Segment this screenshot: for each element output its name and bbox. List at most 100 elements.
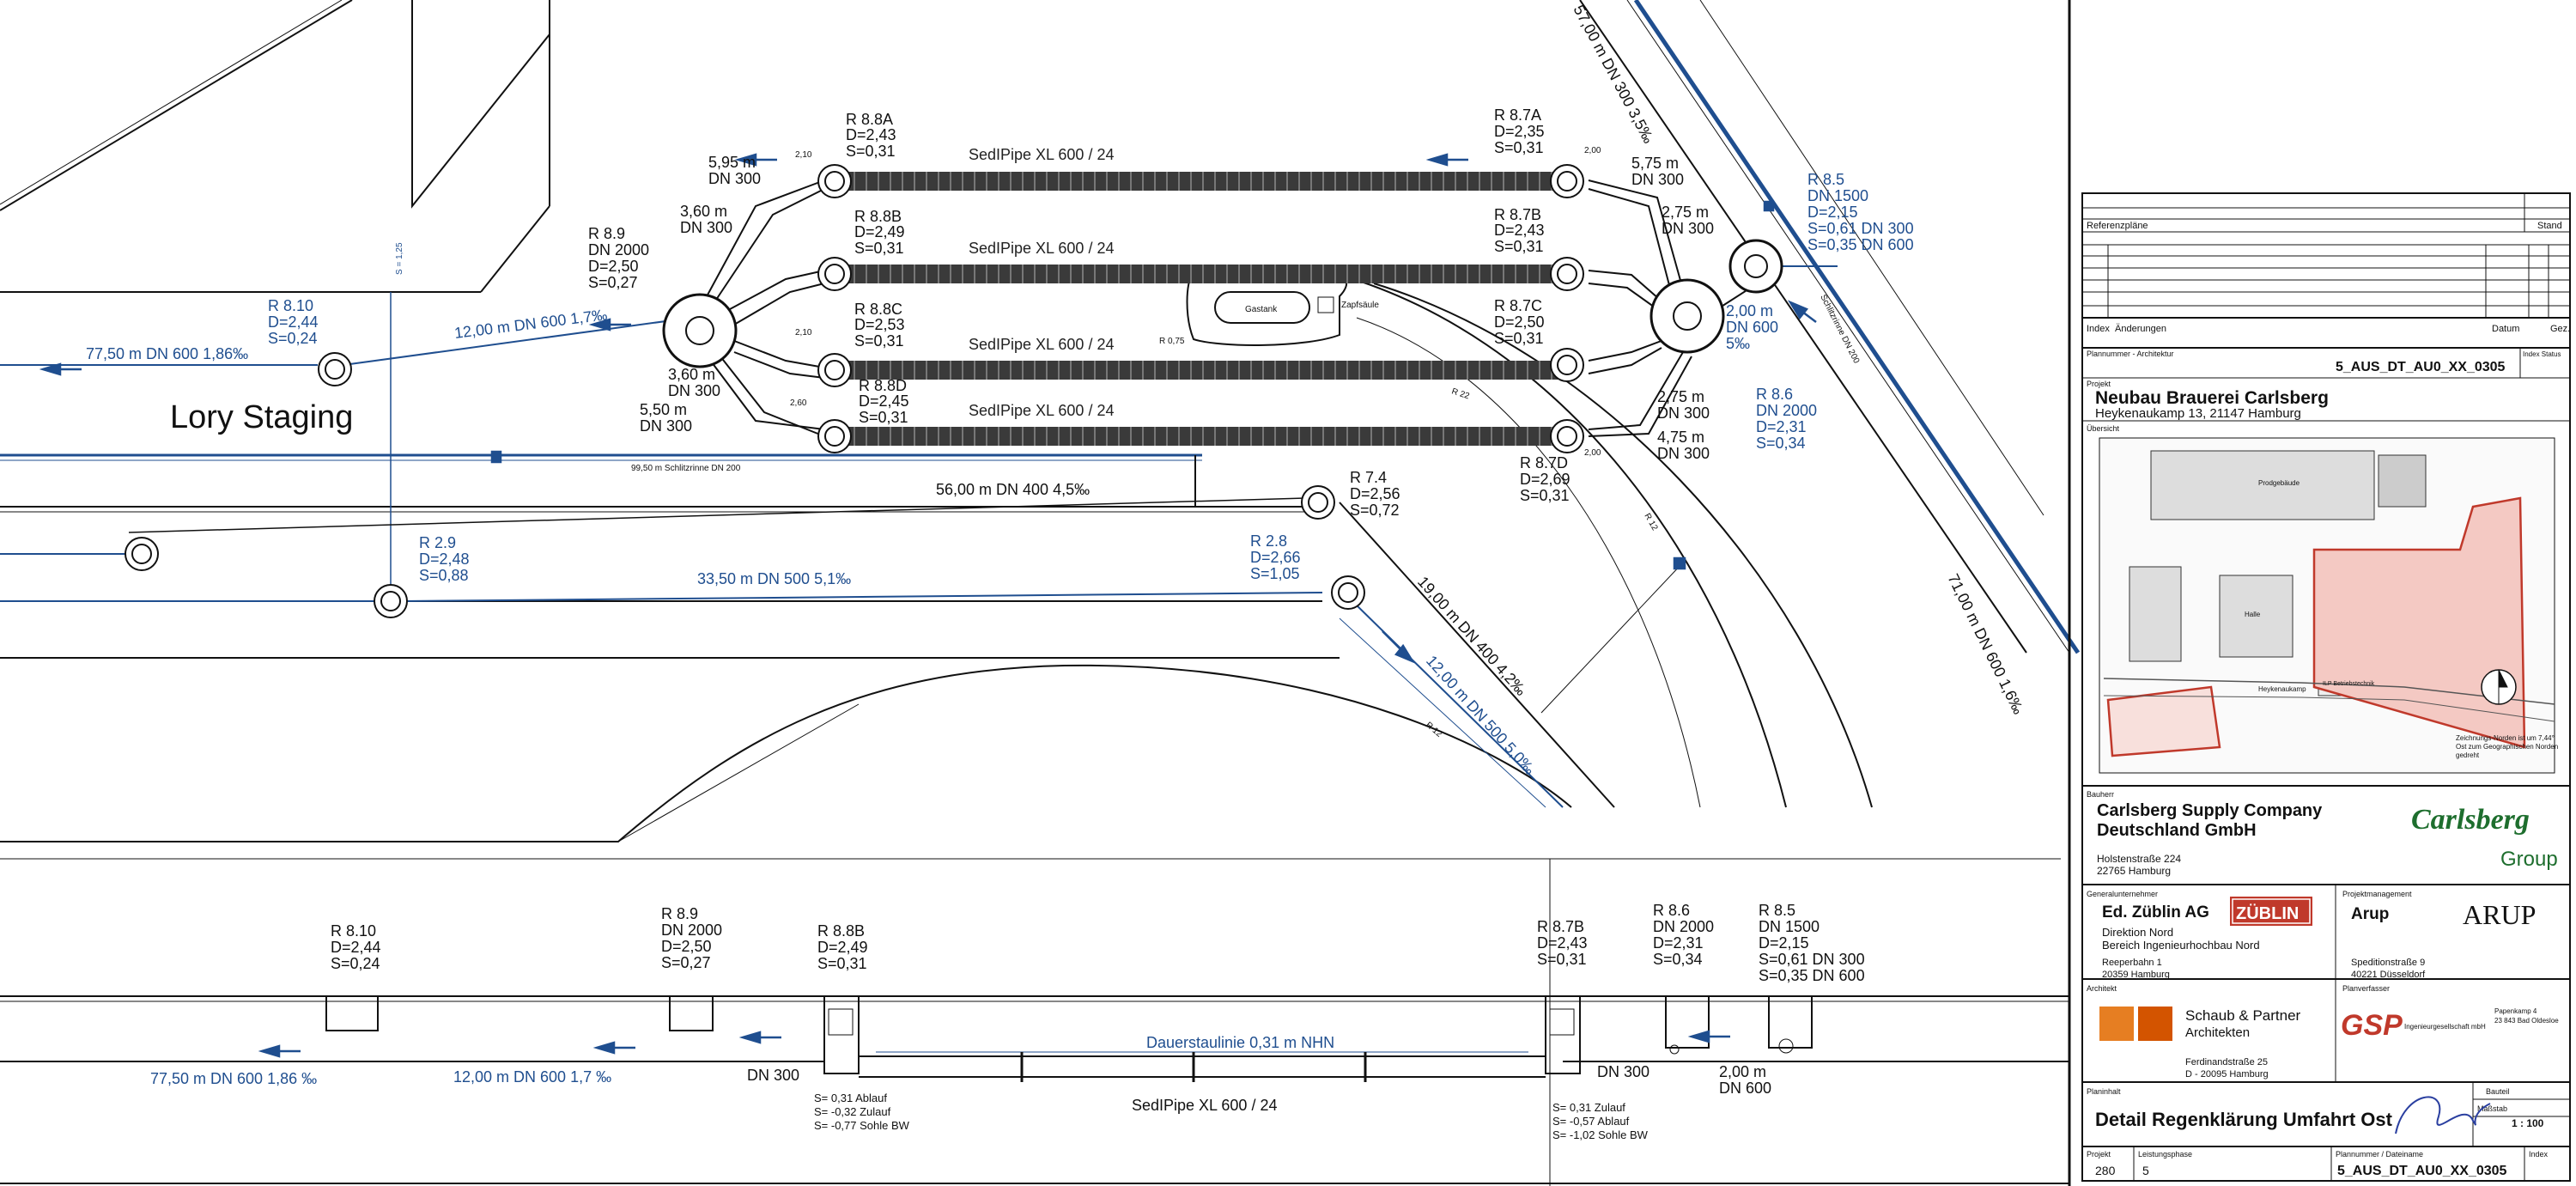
sec-r85-dn: DN 1500	[1759, 918, 1820, 935]
tb-planinhalt: Detail Regenklärung Umfahrt Ost	[2095, 1109, 2393, 1130]
tb-projekt: Neubau Brauerei Carlsberg	[2095, 388, 2329, 408]
tb-bauherr-label: Bauherr	[2087, 790, 2114, 799]
tb-planinhalt-label: Planinhalt	[2087, 1087, 2121, 1096]
sec-r86-name: R 8.6	[1653, 902, 1690, 919]
tb-projekt-nr: 280	[2095, 1164, 2116, 1177]
label-p1900: 19,00 m DN 400 4,2‰	[1414, 573, 1530, 698]
label-p275a-len: 2,75 m	[1662, 204, 1709, 221]
label-r810-s: S=0,24	[268, 330, 318, 347]
sec-r89-name: R 8.9	[661, 905, 698, 922]
label-r88b-s: S=0,31	[854, 240, 904, 257]
tb-index: Index	[2087, 324, 2110, 334]
label-p275b-len: 2,75 m	[1657, 388, 1704, 405]
sec-r85-s1: S=0,61 DN 300	[1759, 951, 1865, 968]
sec-r86-s: S=0,34	[1653, 951, 1703, 968]
label-r87c-d: D=2,50	[1494, 313, 1545, 331]
carlsberg-logo: Carlsberg Group	[2411, 804, 2558, 871]
sedipipe-4	[846, 427, 1567, 446]
label-r88d-s: S=0,31	[859, 409, 908, 426]
dim-210a: 2,10	[795, 150, 812, 160]
sedipipe-label-1: SedIPipe XL 600 / 24	[969, 146, 1114, 163]
sec-level-left-3: S= -0,77 Sohle BW	[814, 1119, 910, 1132]
label-r88a-name: R 8.8A	[846, 111, 893, 128]
sec-r85-s2: S=0,35 DN 600	[1759, 967, 1865, 984]
tb-gu-line-2: Bereich Ingenieurhochbau Nord	[2102, 939, 2260, 952]
sec-sedipipe: SedIPipe XL 600 / 24	[1132, 1097, 1277, 1114]
label-r87b-s: S=0,31	[1494, 238, 1544, 255]
sec-r85-d: D=2,15	[1759, 934, 1809, 952]
sec-r88b-d: D=2,49	[817, 939, 868, 956]
signature	[2395, 1096, 2491, 1134]
label-r28-d: D=2,66	[1250, 549, 1301, 566]
label-p1200-600: 12,00 m DN 600 1,7‰	[453, 306, 608, 342]
label-r22: R 22	[1450, 386, 1471, 401]
label-zapfsaeule: Zapfsäule	[1341, 301, 1379, 310]
sec-p200-dn: DN 600	[1719, 1080, 1771, 1097]
gsp-addr-2: 23 843 Bad Oldesloe	[2494, 1017, 2559, 1025]
tb-uebersicht: Übersicht	[2087, 424, 2120, 433]
sec-r85-name: R 8.5	[1759, 902, 1795, 919]
sec-level-right-3: S= -1,02 Sohle BW	[1552, 1128, 1649, 1141]
sec-p1200: 12,00 m DN 600 1,7 ‰	[453, 1068, 611, 1086]
label-r87d-s: S=0,31	[1520, 487, 1570, 504]
label-p475-len: 4,75 m	[1657, 429, 1704, 446]
label-r74-name: R 7.4	[1350, 469, 1387, 486]
flow-arrows	[39, 153, 1817, 664]
map-prodgeb: Prodgebäude	[2258, 479, 2300, 487]
label-r85-dn: DN 1500	[1807, 187, 1868, 204]
overview-map: Prodgebäude Halle Heykenaukamp ILP Betri…	[2099, 437, 2559, 774]
label-schlitzrinne: 99,50 m Schlitzrinne DN 200	[631, 464, 741, 473]
carlsberg-logo-word: Carlsberg	[2411, 804, 2530, 836]
label-r87b-d: D=2,43	[1494, 222, 1545, 239]
plan-shafts	[125, 164, 1783, 618]
tb-plannummer-bottom: 5_AUS_DT_AU0_XX_0305	[2337, 1164, 2507, 1178]
sec-dauerstau: Dauerstaulinie 0,31 m NHN	[1146, 1034, 1334, 1051]
dim-200a: 2,00	[1584, 146, 1601, 155]
dim-210b: 2,10	[795, 328, 812, 338]
sedipipe-label-4: SedIPipe XL 600 / 24	[969, 402, 1114, 419]
sec-r89-dn: DN 2000	[661, 921, 722, 939]
label-r12b: R 12	[1424, 721, 1444, 739]
tb-gu: Ed. Züblin AG	[2102, 903, 2209, 921]
arup-logo: ARUP	[2463, 899, 2536, 930]
dim-260: 2,60	[790, 398, 807, 408]
label-r85-d: D=2,15	[1807, 204, 1858, 221]
label-r29-name: R 2.9	[419, 534, 456, 551]
label-r87b-name: R 8.7B	[1494, 206, 1541, 223]
tb-stand: Stand	[2537, 221, 2562, 231]
sedipipes: SedIPipe XL 600 / 24 SedIPipe XL 600 / 2…	[846, 146, 1567, 446]
label-r87c-s: S=0,31	[1494, 330, 1544, 347]
tb-referenzplaene: Referenzpläne	[2087, 221, 2148, 231]
label-p5700: 57,00 m DN 300 3,5‰	[1570, 2, 1657, 146]
label-r88d-d: D=2,45	[859, 392, 909, 410]
label-r29-d: D=2,48	[419, 550, 470, 568]
tb-architekt-addr-1: Ferdinandstraße 25	[2185, 1057, 2268, 1067]
label-r87d-name: R 8.7D	[1520, 454, 1568, 471]
map-halle: Halle	[2245, 611, 2261, 618]
plan-view	[0, 0, 2081, 1186]
label-r88c-name: R 8.8C	[854, 301, 902, 318]
sedipipe-3	[846, 361, 1567, 380]
tb-index-status: Index Status	[2523, 350, 2561, 358]
label-p475-dn: DN 300	[1657, 445, 1710, 462]
tb-bauherr-addr-2: 22765 Hamburg	[2097, 865, 2171, 877]
label-p200-dn: DN 600	[1726, 319, 1778, 336]
sec-level-left-2: S= -0,32 Zulauf	[814, 1105, 891, 1118]
tb-index-bottom: Index	[2529, 1150, 2549, 1159]
tb-pm-addr-2: 40221 Düsseldorf	[2351, 970, 2426, 980]
label-r87a-s: S=0,31	[1494, 139, 1544, 156]
tb-bauteil: Bauteil	[2486, 1087, 2510, 1096]
plan-labels: Lory Staging R 8.8A D=2,43 S=0,31 R 8.8B…	[86, 2, 2027, 777]
sec-r87b-name: R 8.7B	[1537, 918, 1584, 935]
tb-massstab: 1 : 100	[2512, 1117, 2544, 1129]
label-r88c-s: S=0,31	[854, 332, 904, 350]
tb-bauherr-2: Deutschland GmbH	[2097, 821, 2257, 840]
sec-r89-d: D=2,50	[661, 938, 712, 955]
map-norden-note: Zeichnungs-Norden ist um 7,44° Ost zum G…	[2456, 734, 2559, 759]
dim-200b: 2,00	[1584, 448, 1601, 458]
tb-leistungsphase: 5	[2142, 1164, 2149, 1177]
label-p3350: 33,50 m DN 500 5,1‰	[697, 570, 851, 587]
gsp-sub: Ingenieurgesellschaft mbH	[2404, 1023, 2486, 1031]
tb-architekt-1: Schaub & Partner	[2185, 1007, 2301, 1024]
